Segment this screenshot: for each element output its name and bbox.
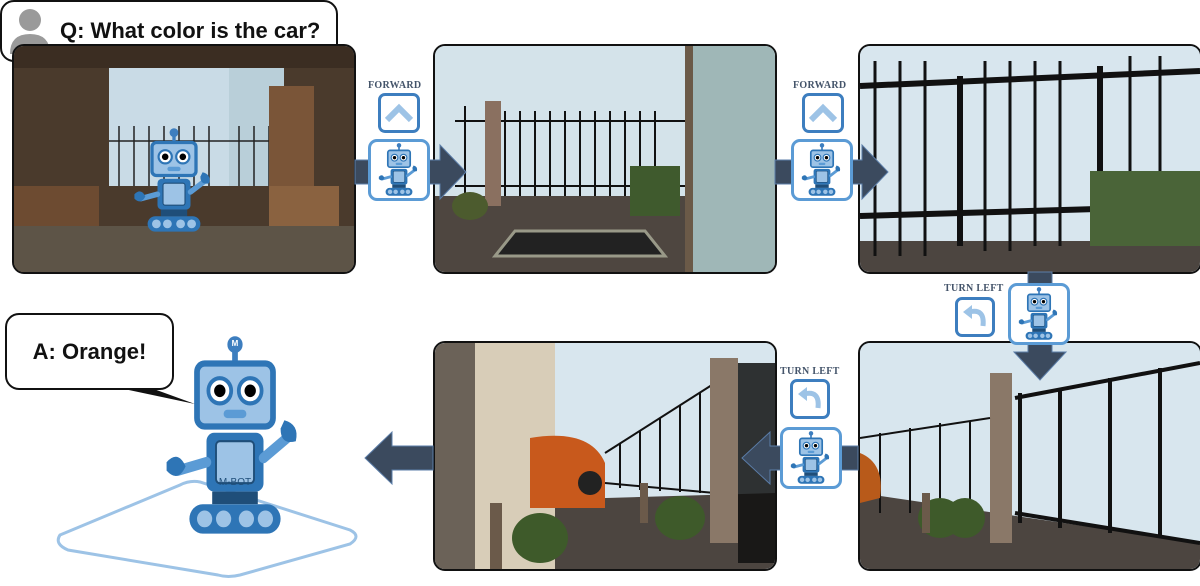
- antenna-badge: M: [232, 339, 239, 348]
- floor-outline: [56, 479, 358, 578]
- agent-robot-icon: [368, 139, 430, 201]
- observation-frame-5: [433, 341, 777, 571]
- chevron-up-icon: [802, 93, 844, 133]
- answer-bubble: A: Orange!: [5, 313, 174, 390]
- agent-robot-icon: [780, 427, 842, 489]
- chevron-up-icon: [378, 93, 420, 133]
- arrow-left-2: [364, 430, 434, 486]
- action-label-4: TURN LEFT: [780, 366, 840, 377]
- observation-frame-2: [433, 44, 777, 274]
- observation-frame-3: [858, 44, 1200, 274]
- action-label-3: TURN LEFT: [944, 283, 1004, 294]
- robot-chest-label: M-BOT: [219, 477, 251, 488]
- question-text: Q: What color is the car?: [60, 18, 321, 43]
- turn-left-icon: [790, 379, 830, 419]
- answering-robot: M-BOT M: [56, 330, 358, 578]
- answer-text: A: Orange!: [32, 338, 147, 364]
- agent-robot-icon: [1008, 283, 1070, 345]
- turn-left-icon: [955, 297, 995, 337]
- observation-frame-4: [858, 341, 1200, 571]
- action-label-1: FORWARD: [368, 80, 422, 91]
- agent-robot-icon: [791, 139, 853, 201]
- observation-frame-1: [12, 44, 356, 274]
- action-label-2: FORWARD: [793, 80, 847, 91]
